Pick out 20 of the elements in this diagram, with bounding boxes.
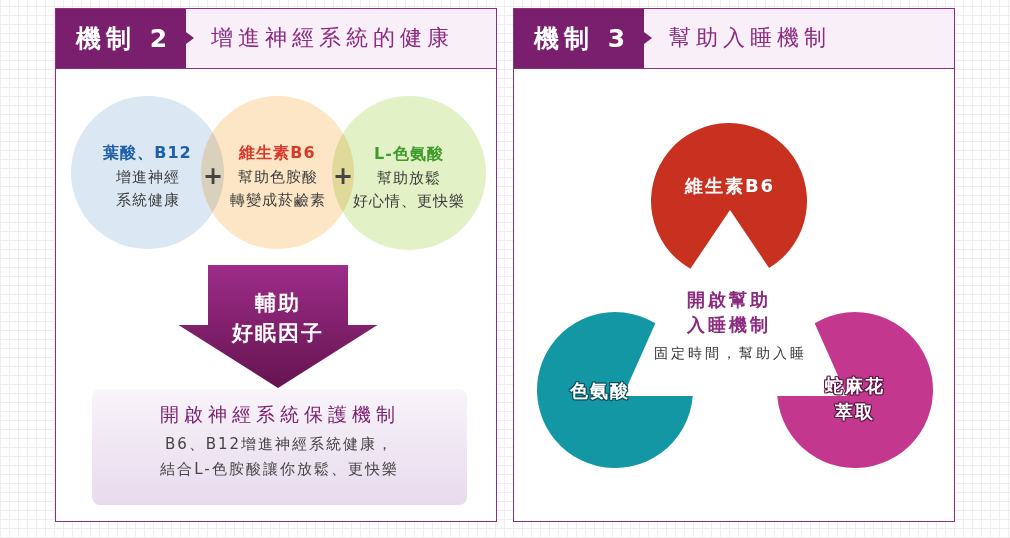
section-title: 幫助入睡機制 [669,24,831,52]
plus-sign: + [332,164,354,188]
edge-label: 輔助好眠因子 [232,290,324,347]
panel-card [55,8,497,522]
center-note: 固定時間，幫助入睡 [653,344,807,363]
ingredient-text: 幫助放鬆好心情、更快樂 [353,168,465,211]
ingredient-text: 增進神經系統健康 [115,168,180,210]
ingredient-heading: 葉酸、B12 [103,142,192,164]
summary-heading: 開啟神經系統保護機制 [159,402,400,427]
section-title: 增進神經系統的健康 [211,24,454,52]
ingredient-heading: 維生素B6 [239,142,316,164]
block-arrow [178,265,378,388]
summary-panel [92,389,467,505]
center-heading: 開啟幫助入睡機制 [687,288,771,337]
plus-sign: + [202,164,224,188]
ingredient-heading: L-色氨酸 [374,142,444,165]
ingredient-label: 維生素B6 [684,174,776,198]
panel-card [513,8,955,522]
summary-text: B6、B12增進神經系統健康，結合L-色胺酸讓你放鬆、更快樂 [160,434,399,480]
ingredient-text: 幫助色胺酸轉變成菸鹼素 [229,168,326,210]
